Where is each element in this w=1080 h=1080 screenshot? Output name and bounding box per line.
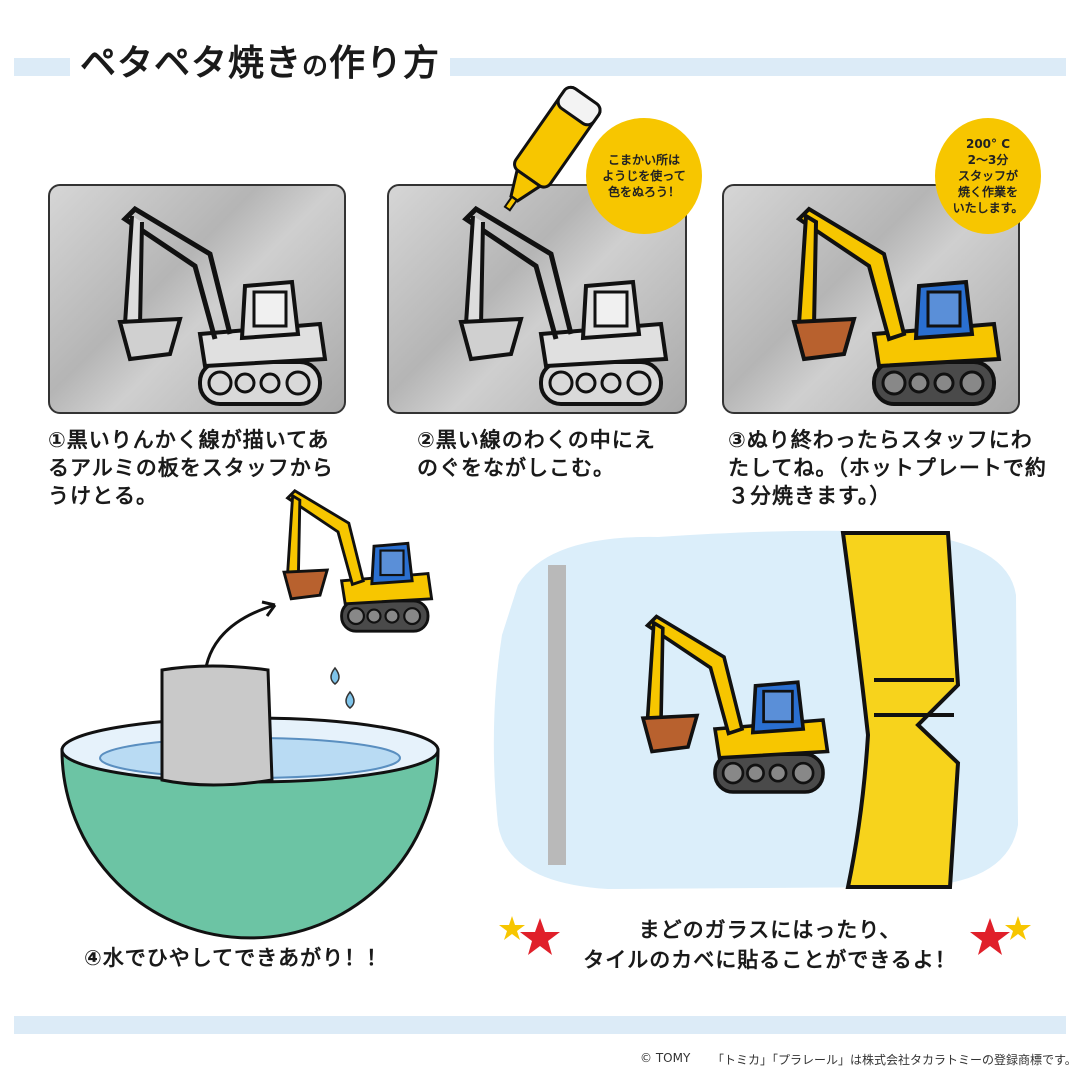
left-stars-icon [499,916,560,955]
message-line2: タイルのカベに貼ることができるよ！ [583,948,957,972]
title-rest: 作り方 [329,43,441,84]
bake-bubble-text: 200° C 2～3分 スタッフが 焼く作業を いたします。 [952,137,1024,215]
step4-text: ④水でひやしてできあがり！！ [84,946,389,970]
step3-text: ③ぬり終わったらスタッフにわたしてね。（ホットプレートで約３分焼きます。） [728,428,1047,508]
title-particle: の [302,52,330,82]
cooling-bowl-illustration [60,489,440,940]
footer-band [14,1016,1066,1034]
step1-excavator-illustration [50,186,346,414]
trademark-text: 「トミカ」「プラレール」は株式会社タカラトミーの登録商標です。 [712,1053,1077,1067]
copyright-text: © TOMY [640,1051,691,1065]
step1-text: ①黒いりんかく線が描いてあるアルミの板をスタッフからうけとる。 [48,428,334,508]
window-scene-illustration [493,530,1018,889]
window-message: まどのガラスにはったり、 タイルのカベに貼ることができるよ！ [540,915,1000,975]
paint-bottle-illustration [503,85,602,212]
title-main: ペタペタ焼き [80,43,303,84]
message-line1: まどのガラスにはったり、 [638,918,902,942]
tip-bubble-text: こまかい所は ようじを使って 色をぬろう！ [602,153,686,199]
bake-bubble: 200° C 2～3分 スタッフが 焼く作業を いたします。 [935,118,1041,234]
tip-bubble: こまかい所は ようじを使って 色をぬろう！ [586,118,702,234]
right-stars-icon [970,916,1031,955]
page-title: ペタペタ焼きの作り方 [70,36,451,95]
step2-text: ②黒い線のわくの中にえのぐをながしこむ。 [417,428,656,480]
step1-panel [48,184,346,414]
step3-panel [722,184,1020,414]
